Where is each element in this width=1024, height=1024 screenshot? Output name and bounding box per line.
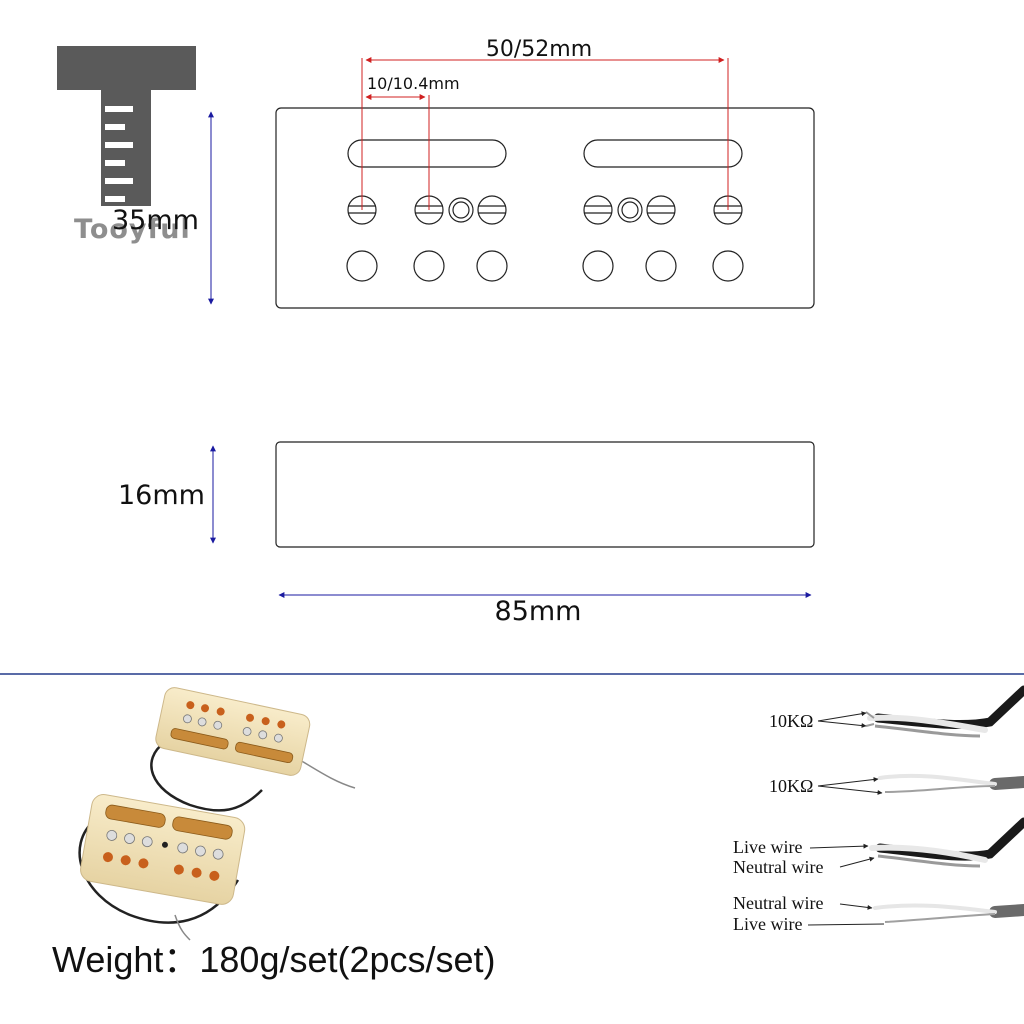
resistor-label-2: 10KΩ	[769, 776, 813, 796]
mount-hole	[448, 197, 474, 223]
top-view-outline	[275, 107, 815, 309]
pole-hole	[346, 250, 378, 282]
pole-hole	[645, 250, 677, 282]
weight-spec: Weight：180g/set(2pcs/set)	[52, 939, 496, 980]
length-label: 85mm	[495, 596, 582, 627]
brand-logo: Tooyful	[57, 46, 196, 245]
wiring-photo-3	[869, 817, 1024, 868]
top-view-drawing: 50/52mm 10/10.4mm 35mm	[112, 37, 815, 309]
pickup-back	[155, 687, 311, 776]
blade-slot-left	[347, 139, 507, 168]
width-label: 35mm	[112, 205, 199, 236]
blade-slot-right	[583, 139, 743, 168]
screw-row	[347, 195, 743, 225]
mount-hole	[617, 197, 643, 223]
pole-spacing-measure	[365, 94, 430, 210]
pole-screw	[583, 195, 613, 225]
live-wire-label-1: Live wire	[733, 837, 802, 857]
side-view-drawing: 16mm 85mm	[118, 441, 815, 627]
wiring-photo-4	[873, 903, 1024, 923]
pole-screw	[477, 195, 507, 225]
pole-hole	[582, 250, 614, 282]
wiring-photo-2	[878, 773, 1024, 793]
pole-span-label: 50/52mm	[486, 37, 592, 62]
wiring-labels: 10KΩ 10KΩ Live wire Neutral wire Neutral…	[733, 711, 885, 934]
pole-hole	[413, 250, 445, 282]
pole-hole-row	[346, 250, 744, 282]
brand-name: Tooyful	[74, 214, 191, 245]
pole-hole	[476, 250, 508, 282]
height-label: 16mm	[118, 480, 205, 511]
pickup-product-photo	[78, 687, 356, 941]
pole-span-measure	[361, 57, 729, 210]
pickup-front	[80, 794, 246, 905]
pole-spacing-label: 10/10.4mm	[367, 74, 460, 93]
live-wire-label-2: Live wire	[733, 914, 802, 934]
wiring-photo-1	[865, 685, 1024, 738]
neutral-wire-label-2: Neutral wire	[733, 893, 823, 913]
neutral-wire-label-1: Neutral wire	[733, 857, 823, 877]
resistor-label-1: 10KΩ	[769, 711, 813, 731]
pole-screw	[646, 195, 676, 225]
pole-hole	[712, 250, 744, 282]
side-view-outline	[275, 441, 815, 548]
